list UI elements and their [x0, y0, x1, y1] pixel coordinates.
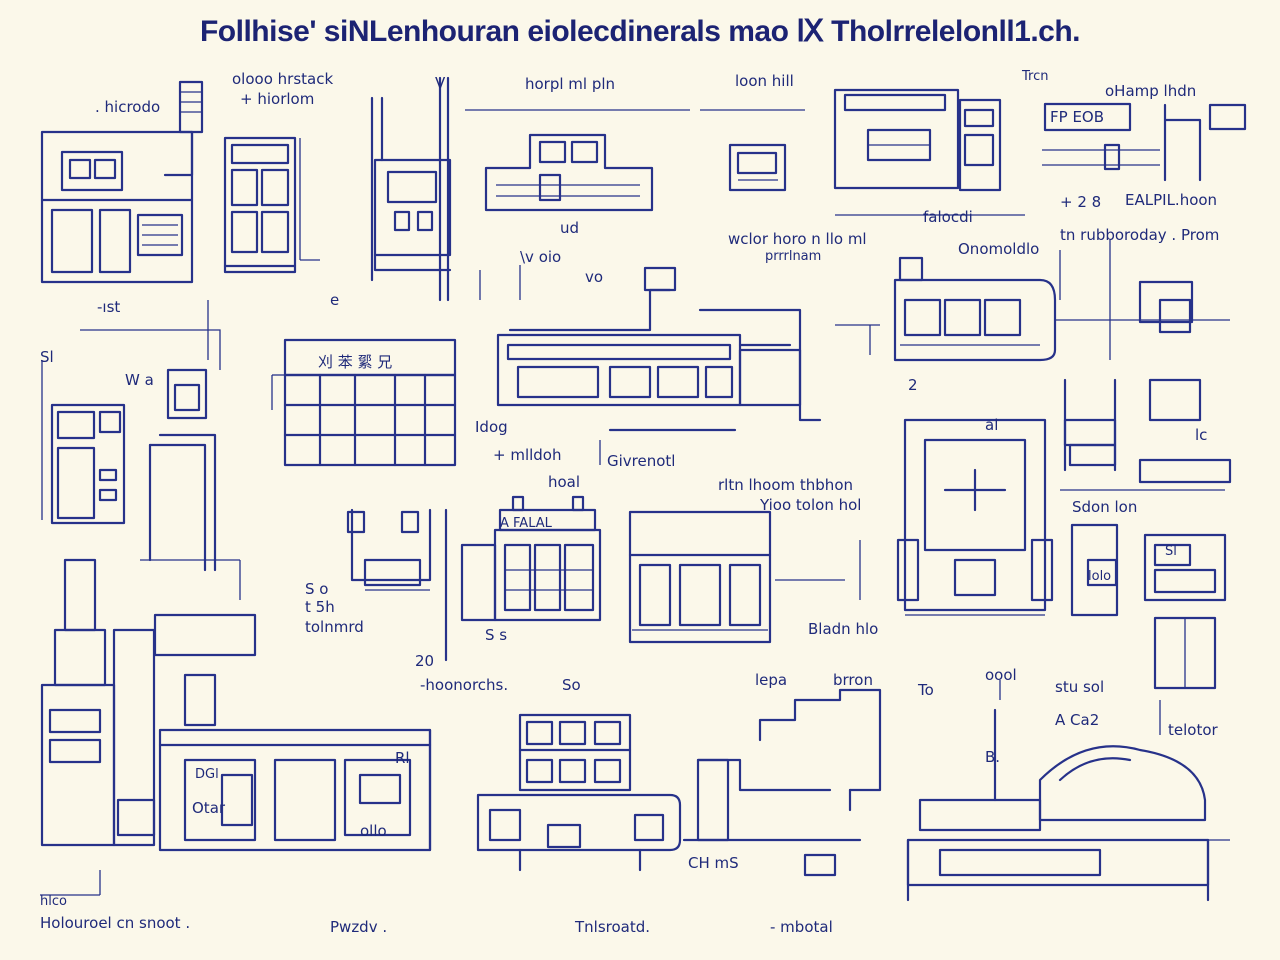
wall-panel-left [41, 329, 221, 525]
label-afalal: A FALAL [500, 516, 553, 531]
label-ohamp: oHamp lhdn [1105, 82, 1196, 100]
label-sl: Sl [40, 348, 54, 366]
label-hlco: hlco [40, 894, 67, 909]
label-tslh: t 5h [305, 598, 335, 616]
machine-unit-top-left [40, 80, 204, 284]
label-bottom-1: Holouroel cn snoot . [40, 914, 190, 932]
label-tvfo: To [917, 681, 934, 699]
label-foul: oool [985, 666, 1017, 684]
label-prrlnam: prrrlnam [765, 249, 821, 264]
label-givrenotl: Givrenotl [607, 452, 675, 470]
label-calpil: EALPIL.hoon [1125, 191, 1217, 209]
label-yiol: Yioo tolon hol [759, 496, 861, 514]
sheet-title: Fᴏllhise' siNLenhouran eiolecdinerals ma… [199, 15, 1081, 48]
label-idog: Idog [475, 418, 508, 436]
cross-valve-unit [896, 418, 1054, 616]
stacked-console [476, 713, 682, 872]
label-b: B. [985, 748, 1000, 766]
label-ollo: ollo [360, 822, 387, 840]
right-conveyor-unit [893, 256, 1230, 362]
label-stsol: stu sol [1055, 678, 1104, 696]
label-hoal: hoal [548, 473, 580, 491]
label-sl2: Sl [1165, 544, 1177, 559]
label-ss: S s [485, 626, 507, 644]
pipe-junction [148, 368, 217, 572]
label-tron: Trcn [1021, 69, 1048, 84]
dimension-lines [40, 240, 1161, 896]
pipe-crane-structure [682, 688, 882, 877]
label-tolnmrd: tolnmrd [305, 618, 364, 636]
label-so: S o [305, 580, 328, 598]
label-rltn: rltn lhoom thbhon [718, 476, 853, 494]
central-processing-unit [496, 266, 822, 432]
label-bottom-2: Pwzdv . [330, 918, 387, 936]
tower-unit [370, 76, 452, 302]
label-horlom: + hiorlom [240, 90, 314, 108]
label-lonmil: loon hill [735, 72, 794, 90]
label-bottom-3: Tnlsroatd. [574, 918, 650, 936]
label-wclor: wclor horo n llo ml [728, 230, 867, 248]
label-v: V [435, 74, 446, 92]
label-top-rail: horpl ml pln [525, 75, 615, 93]
control-panel-top [465, 109, 805, 212]
annotation-labels: . hicrodo olooo hrstack + hiorlom V horp… [40, 69, 1219, 936]
label-bladn: Bladn hlo [808, 620, 878, 638]
label-falocdi: falocdi [923, 208, 973, 226]
label-rl: Rl [395, 749, 410, 767]
bottom-building [158, 728, 432, 852]
small-console [728, 143, 787, 192]
label-lc: lc [1195, 426, 1207, 444]
large-console-unit [833, 88, 1025, 216]
label-so2: So [562, 676, 581, 694]
label-wa: W a [125, 371, 154, 389]
label-2: 2 [908, 376, 918, 394]
label-volo: \v oio [520, 248, 561, 266]
label-fpob: FP EOB [1050, 108, 1104, 126]
label-rurborday: tn rubboroday . Prom [1060, 226, 1219, 244]
label-20: 20 [415, 652, 434, 670]
label-microdo: . hicrodo [95, 98, 160, 116]
label-lepa: lepa [755, 671, 787, 689]
label-plus2: + 2 8 [1060, 193, 1101, 211]
label-nst: -ıst [97, 298, 120, 316]
dome-machine [906, 708, 1230, 902]
right-module-stack [1070, 523, 1227, 690]
label-lolo: lolo [1088, 569, 1111, 584]
label-chars: 刈 苯 綤 兄 [318, 353, 392, 371]
chimney-machine [346, 508, 448, 662]
label-ud: ud [560, 219, 579, 237]
tile-grid-panel [271, 338, 457, 467]
drawer-cabinet [460, 495, 602, 622]
label-stack: olooo hrstack [232, 70, 333, 88]
label-onomolto: Onomoldlo [958, 240, 1039, 258]
cabinet-unit [223, 136, 320, 274]
right-rail-unit [1042, 102, 1247, 182]
label-volo2: vo [585, 268, 603, 286]
label-al: al [985, 416, 998, 434]
label-bottom-4: - mbotal [770, 918, 833, 936]
label-acale: A Ca2 [1055, 711, 1099, 729]
label-teletor: telotor [1168, 721, 1219, 739]
label-chms: CH mS [688, 854, 739, 872]
right-tower-unit [1060, 378, 1232, 491]
label-brron: brron [833, 671, 873, 689]
label-otar: Otar [192, 799, 226, 817]
label-hoonoch: -hoonorchs. [420, 676, 508, 694]
label-dgr: DGl [195, 767, 219, 782]
label-sdonlon: Sdon lon [1072, 498, 1137, 516]
chamber-box [628, 510, 845, 644]
bottom-left-machinery [40, 558, 257, 847]
label-e: e [330, 291, 339, 309]
label-mlldoh: + mlldoh [493, 446, 562, 464]
